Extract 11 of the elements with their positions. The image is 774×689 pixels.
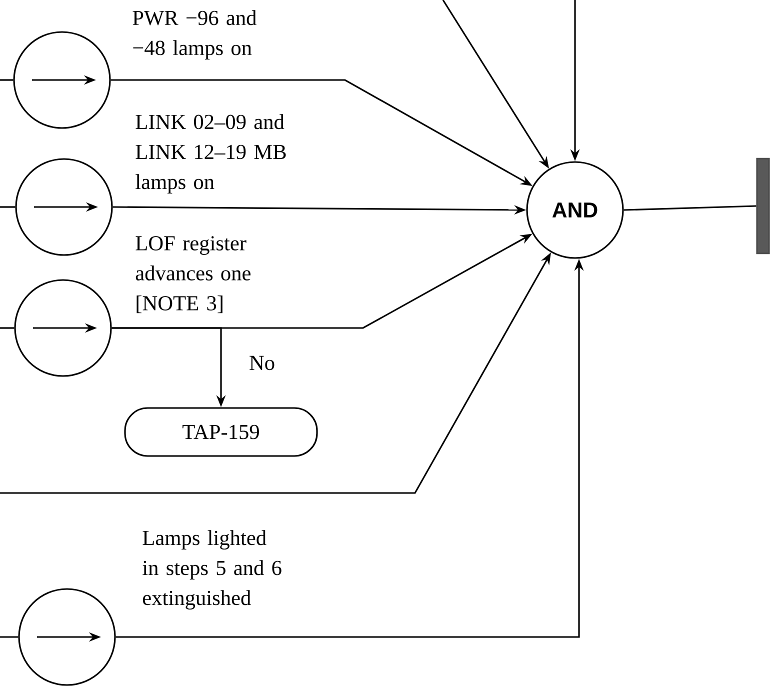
edge-label: LINK 02–09 and LINK 12–19 MB lamps on	[136, 114, 286, 194]
terminal-box: TAP-159	[124, 407, 318, 457]
terminal-bar	[756, 158, 770, 254]
edge-label: LOF register advances one [NOTE 3]	[136, 236, 250, 314]
edge-label: PWR −96 and −48 lamps on	[132, 10, 256, 60]
edge-label: Lamps lighted in steps 5 and 6 extinguished	[142, 530, 282, 610]
connector-circle	[13, 31, 111, 129]
connector-circle	[14, 279, 112, 377]
connector-circle	[18, 588, 116, 686]
edge-label: No	[250, 356, 274, 370]
connector-circle	[15, 158, 113, 256]
